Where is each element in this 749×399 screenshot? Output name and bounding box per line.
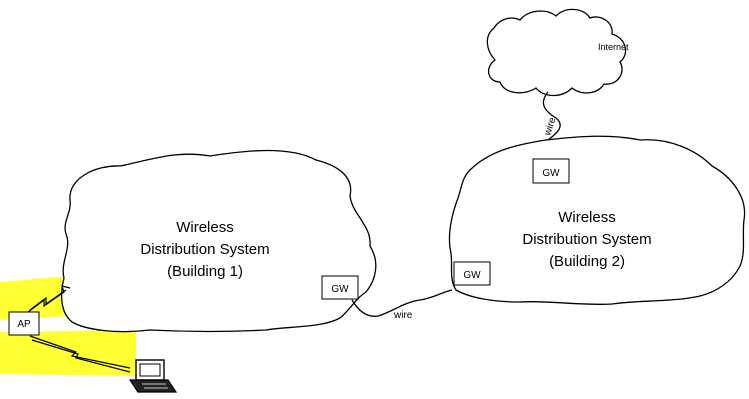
building2-title-line3: (Building 2) — [549, 253, 625, 270]
building1-title-line3: (Building 1) — [167, 263, 243, 280]
cloud-icon — [486, 8, 627, 97]
building2-gateway-top-box — [532, 158, 570, 184]
building-wire-link — [351, 289, 453, 317]
internet-label: Internet — [598, 42, 629, 52]
building1-gateway-box — [321, 275, 359, 300]
lightning-link-icon — [27, 285, 71, 313]
lightning-link-to-laptop-icon — [29, 335, 131, 373]
laptop-icon — [128, 359, 178, 393]
building2-gateway-left-box — [453, 261, 491, 286]
building2-cloud-outline — [448, 135, 746, 306]
building1-title-line1: Wireless — [176, 219, 234, 236]
access-point-label: AP — [17, 319, 31, 330]
wireless-highlight-ap-upper — [0, 276, 70, 320]
building-wire-label: wire — [393, 310, 413, 321]
building2-gateway-left-label: GW — [463, 270, 481, 281]
building1-title-line2: Distribution System — [140, 241, 269, 258]
building2-title-line1: Wireless — [558, 209, 616, 226]
wireless-highlight-ap-lower — [0, 330, 136, 376]
building2-gateway-top-label: GW — [542, 168, 560, 179]
building2-title-line2: Distribution System — [522, 231, 651, 248]
internet-wire-label: wire — [542, 116, 559, 138]
building1-gateway-label: GW — [331, 284, 349, 295]
access-point-box — [8, 311, 40, 336]
